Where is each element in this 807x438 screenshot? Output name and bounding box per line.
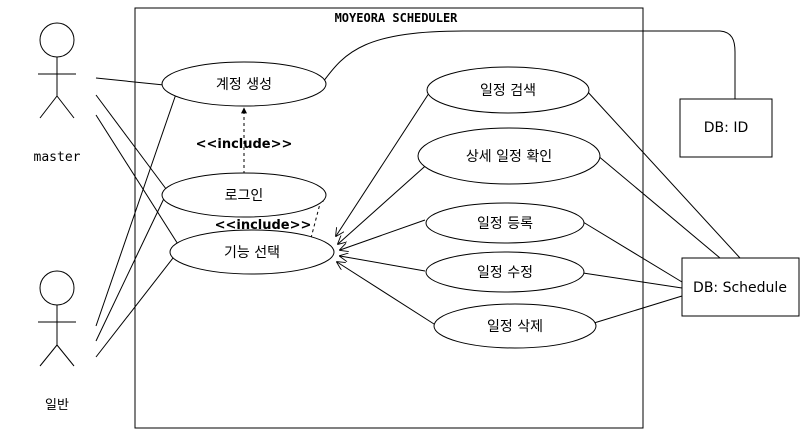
system-boundary — [134, 7, 644, 429]
conn-search-db-schedule — [585, 89, 741, 259]
actor-master-figure-icon — [38, 22, 76, 119]
actor-general-figure-icon — [38, 270, 76, 367]
actor-associations — [95, 77, 189, 358]
assoc-master-login — [95, 94, 179, 206]
use-case-delete-schedule-label: 일정 삭제 — [487, 319, 543, 335]
actor-general-label: 일반 — [45, 398, 69, 413]
assoc-master-create-account — [95, 77, 165, 86]
db-id-label: DB: ID — [704, 120, 748, 136]
use-case-search-schedule: 일정 검색 — [426, 66, 590, 114]
gen-detail-to-select — [338, 159, 433, 244]
use-case-create-account-label: 계정 생성 — [216, 77, 272, 93]
conn-register-db-schedule — [582, 221, 683, 283]
use-case-create-account: 계정 생성 — [161, 61, 327, 107]
include-label-select: <<include>> — [215, 218, 312, 233]
actor-master-label: master — [34, 150, 81, 165]
use-case-register-schedule-label: 일정 등록 — [477, 216, 533, 232]
use-case-login: 로그인 — [161, 172, 327, 218]
actor-general: 일반 — [38, 270, 76, 413]
gen-register-to-select — [340, 219, 426, 250]
conn-edit-db-schedule — [582, 272, 683, 289]
use-case-delete-schedule: 일정 삭제 — [433, 303, 597, 349]
use-case-search-schedule-label: 일정 검색 — [480, 83, 536, 99]
use-case-login-label: 로그인 — [225, 188, 264, 204]
system-title: MOYEORA SCHEDULER — [335, 11, 459, 25]
use-case-edit-schedule-label: 일정 수정 — [477, 265, 533, 281]
conn-detail-db-schedule — [596, 154, 721, 259]
use-case-register-schedule: 일정 등록 — [425, 202, 585, 244]
gen-search-to-select — [336, 86, 434, 236]
conn-delete-db-schedule — [593, 295, 683, 324]
include-label-login: <<include>> — [196, 137, 293, 152]
use-case-edit-schedule: 일정 수정 — [425, 251, 585, 293]
use-case-select-function-label: 기능 선택 — [224, 245, 280, 261]
db-id: DB: ID — [679, 98, 773, 158]
assoc-general-login — [95, 189, 169, 342]
use-case-view-detail: 상세 일정 확인 — [417, 127, 601, 185]
assoc-general-select-function — [95, 248, 181, 358]
db-connections — [322, 30, 741, 324]
gen-edit-to-select — [340, 256, 426, 272]
assoc-master-select-function — [95, 114, 189, 261]
db-schedule-label: DB: Schedule — [693, 280, 787, 296]
db-schedule: DB: Schedule — [681, 257, 800, 317]
gen-delete-to-select — [337, 262, 435, 325]
conn-create-account-db-id — [322, 30, 736, 99]
assoc-general-create-account — [95, 93, 177, 327]
actor-master: master — [34, 22, 81, 165]
use-case-select-function: 기능 선택 — [169, 229, 335, 275]
generalization-arrows — [336, 86, 435, 325]
use-case-view-detail-label: 상세 일정 확인 — [466, 149, 552, 165]
